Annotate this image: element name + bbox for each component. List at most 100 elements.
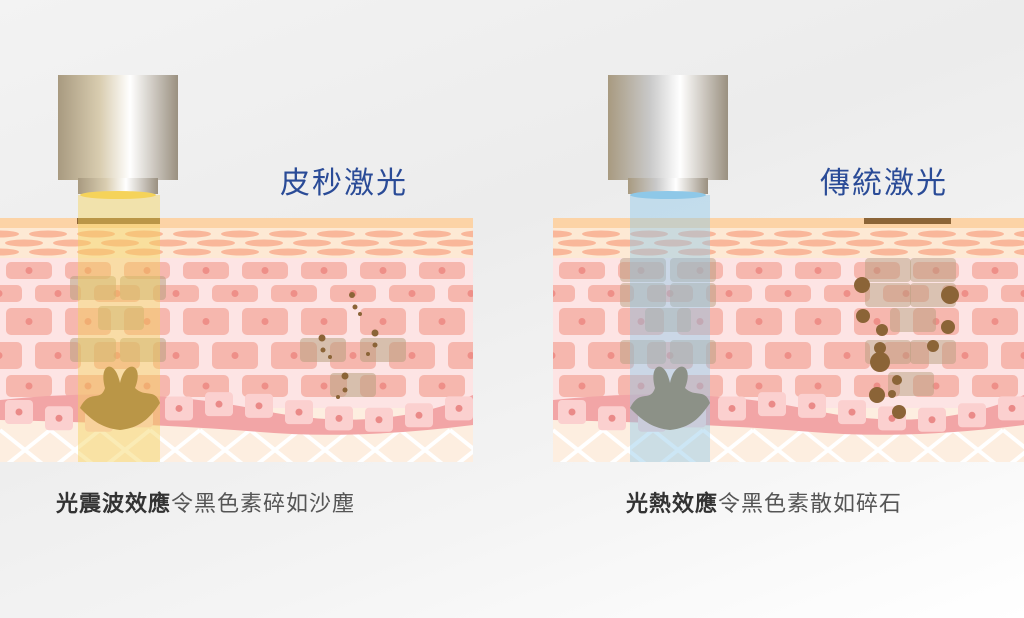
melanin-particle (328, 355, 332, 359)
nucleus (637, 318, 645, 325)
flat-cell (630, 230, 668, 238)
nucleus (814, 267, 822, 274)
traditional-laser-title: 傳統激光 (820, 166, 948, 201)
flat-cell (341, 239, 379, 247)
melanin-particle (336, 395, 340, 399)
flat-cell (173, 230, 211, 238)
flat-cell (630, 248, 668, 256)
nucleus (725, 352, 733, 359)
flat-cell (510, 240, 548, 247)
flat-cell (1014, 248, 1024, 256)
picosecond-laser-panel (0, 75, 553, 462)
laser-emitter (630, 191, 706, 199)
pigmented-cell (360, 338, 406, 362)
melanin-particle (941, 286, 959, 304)
nucleus (607, 352, 615, 359)
melanin-cluster (630, 366, 710, 430)
flat-cell (966, 230, 1004, 238)
nucleus (961, 290, 969, 297)
nucleus (578, 318, 586, 325)
nucleus (25, 382, 33, 390)
nucleus (527, 352, 534, 359)
pigmented-cell (120, 338, 166, 362)
picosecond-laser-title: 皮秒激光 (280, 166, 408, 201)
nucleus (520, 267, 527, 274)
flat-cell (966, 248, 1004, 256)
flat-cell (413, 248, 451, 256)
nucleus (848, 408, 856, 416)
nucleus (490, 352, 497, 359)
fiber (951, 428, 1005, 462)
nucleus (438, 318, 446, 325)
flat-cell (486, 249, 524, 256)
flat-cell (846, 239, 884, 247)
flat-cell (990, 239, 1024, 247)
nucleus (335, 414, 343, 422)
nucleus (843, 290, 851, 297)
traditional-caption: 光熱效應令黑色素散如碎石 (626, 486, 902, 518)
flat-cell (918, 230, 956, 238)
melanin-band (77, 218, 160, 224)
nucleus (408, 352, 416, 359)
caption-bold: 光熱效應 (626, 492, 719, 517)
skin-cell (470, 342, 516, 369)
flat-cell (413, 230, 451, 238)
skin-cell (507, 285, 553, 302)
skin-cell (470, 285, 516, 302)
nucleus (84, 382, 92, 390)
flat-cell (918, 248, 956, 256)
nucleus (172, 352, 180, 359)
pigmented-cell (620, 258, 666, 282)
flat-cell (774, 248, 812, 256)
flat-cell (77, 248, 115, 256)
melanin-particle (869, 387, 885, 403)
fiber (553, 428, 605, 462)
flat-cell (365, 230, 403, 238)
caption-text: 令黑色素碎如沙塵 (171, 492, 356, 517)
pigmented-cell (620, 340, 666, 364)
nucleus (215, 400, 223, 408)
nucleus (202, 267, 210, 274)
nucleus (578, 382, 586, 390)
skin-cell (507, 342, 553, 369)
nucleus (784, 290, 792, 297)
flat-cell (269, 248, 307, 256)
nucleus (84, 267, 92, 274)
fiber (901, 428, 955, 462)
flat-cell (894, 239, 932, 247)
fiber (248, 428, 302, 462)
nucleus (498, 267, 505, 274)
laser-beam (78, 195, 160, 462)
nucleus (520, 318, 527, 325)
pigmented-cell (98, 306, 144, 330)
nucleus (928, 416, 936, 424)
melanin-particle (941, 320, 955, 334)
flat-cell (269, 230, 307, 238)
laser-nozzle (78, 178, 158, 194)
pigmented-cell (670, 340, 716, 364)
nucleus (379, 382, 387, 390)
nucleus (873, 318, 881, 325)
flat-cell (509, 231, 547, 238)
nucleus (261, 318, 269, 325)
pigmented-cell (330, 373, 376, 397)
nucleus (143, 318, 151, 325)
flat-cell (461, 230, 473, 238)
nucleus (991, 382, 999, 390)
flat-cell (606, 239, 644, 247)
melanin-particle (341, 372, 349, 380)
nucleus (295, 408, 303, 416)
melanin-particle (874, 342, 886, 354)
nucleus (320, 318, 328, 325)
flat-cell (582, 248, 620, 256)
nucleus (607, 290, 615, 297)
nucleus (467, 290, 473, 297)
flat-cell (197, 239, 235, 247)
fiber (0, 428, 52, 462)
flat-cell (101, 239, 139, 247)
flat-cell (822, 248, 860, 256)
flat-cell (173, 248, 211, 256)
nucleus (55, 414, 63, 422)
flat-cell (77, 230, 115, 238)
flat-cell (870, 248, 908, 256)
